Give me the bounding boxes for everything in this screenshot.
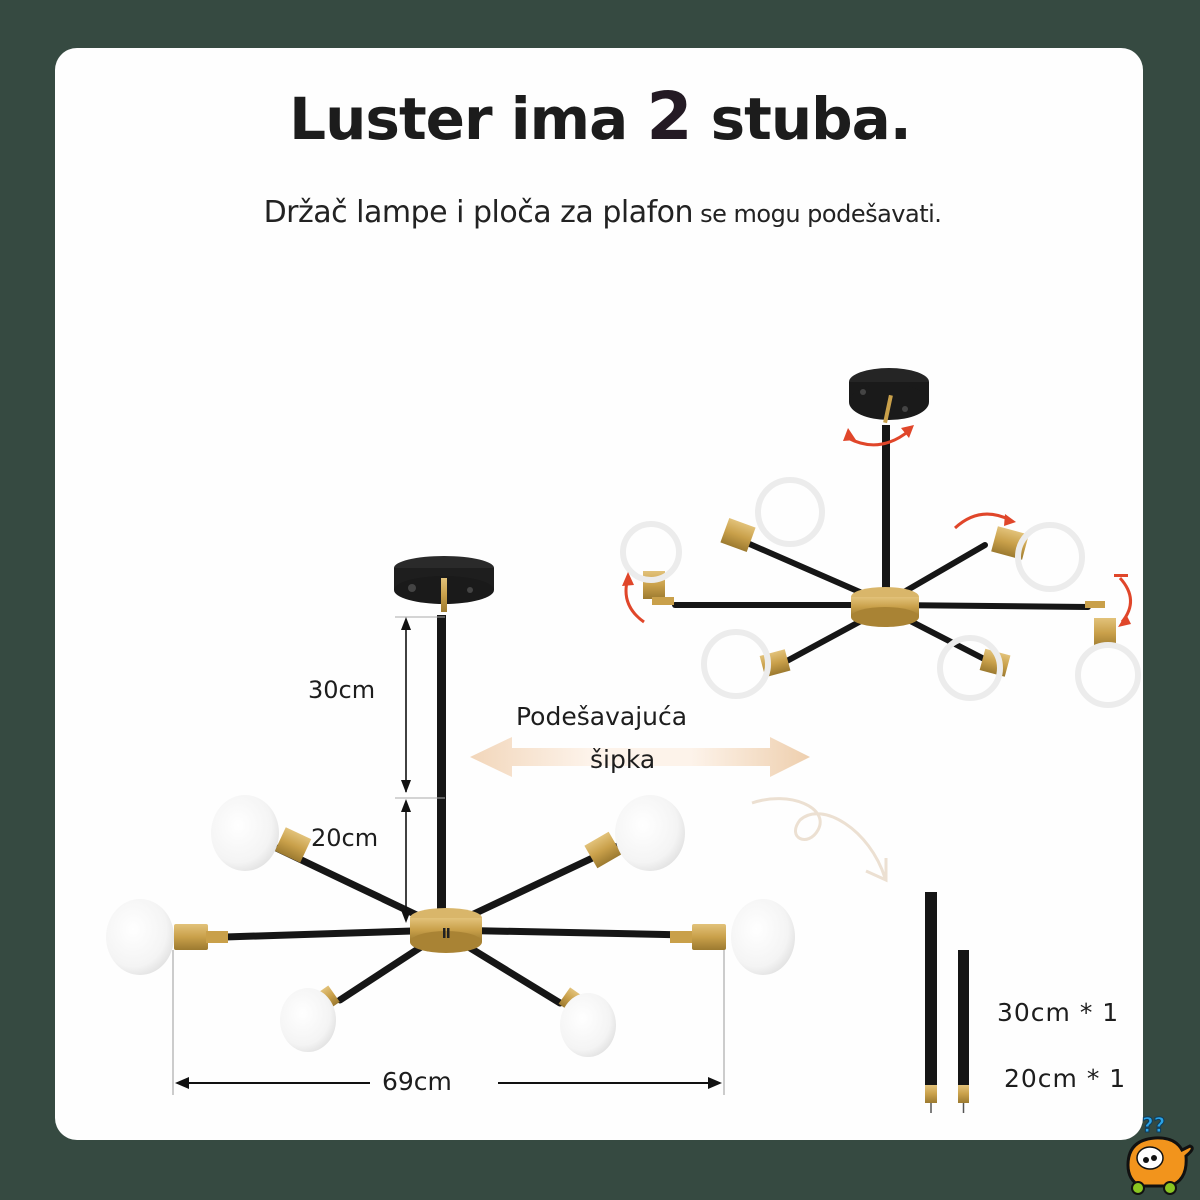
part-20cm-qty: 20cm * 1 [1004,1064,1127,1093]
page-title: Luster ima 2 stuba. [0,78,1200,155]
bulb [211,795,279,871]
part-30cm-qty: 30cm * 1 [997,998,1120,1027]
title-text-end: stuba. [691,85,912,153]
width-dimension: 69cm [382,1067,452,1096]
bulb-outline [755,477,825,547]
subtitle: Držač lampe i ploča za plafon se mogu po… [0,195,1200,230]
subtitle-main: Držač lampe i ploča za plafon [263,195,694,230]
rod-30cm [925,892,937,1085]
curly-arrow-icon [751,797,887,879]
bulb [560,993,616,1057]
curly-arrow-head [865,858,888,883]
subtitle-tail: se mogu podešavati. [693,200,942,228]
chandelier-assembled [106,556,795,1057]
bulb [615,795,685,871]
lower-rod-length: 20cm [311,824,379,852]
svg-text:??: ?? [1142,1113,1165,1137]
mascot-logo-icon: ?? [1126,1113,1194,1195]
title-text: Luster ima [289,85,647,153]
title-number: 2 [646,78,692,155]
bulb-outline [937,635,1003,701]
bulb-outline [1015,522,1085,592]
upper-rod-length: 30cm [308,676,376,704]
bulb-outline [620,521,682,583]
chandelier-adjustable [620,368,1141,708]
bulb [280,988,336,1052]
bulb-outline [1075,642,1141,708]
bulb-outline [701,629,771,699]
rod-20cm [958,950,969,1085]
adjustable-label-line2: šipka [590,745,656,774]
adjustable-label-line1: Podešavajuća [516,702,688,731]
spare-rods [925,892,969,1113]
adjustable-rod-arrow [470,737,810,777]
bulb [731,899,795,975]
dimension-lines [172,616,725,1095]
bulb [106,899,174,975]
